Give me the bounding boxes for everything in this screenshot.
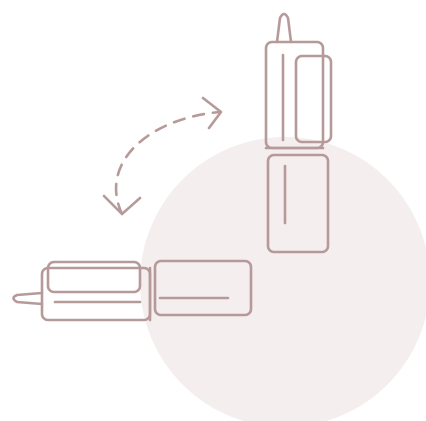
portrait-side-panel <box>296 56 331 142</box>
portrait-upper-body <box>266 42 323 148</box>
landscape-cap <box>14 293 43 304</box>
landscape-left-body <box>42 268 150 320</box>
portrait-cap <box>277 14 291 42</box>
landscape-top-panel <box>48 262 140 292</box>
background-circle <box>140 137 426 421</box>
